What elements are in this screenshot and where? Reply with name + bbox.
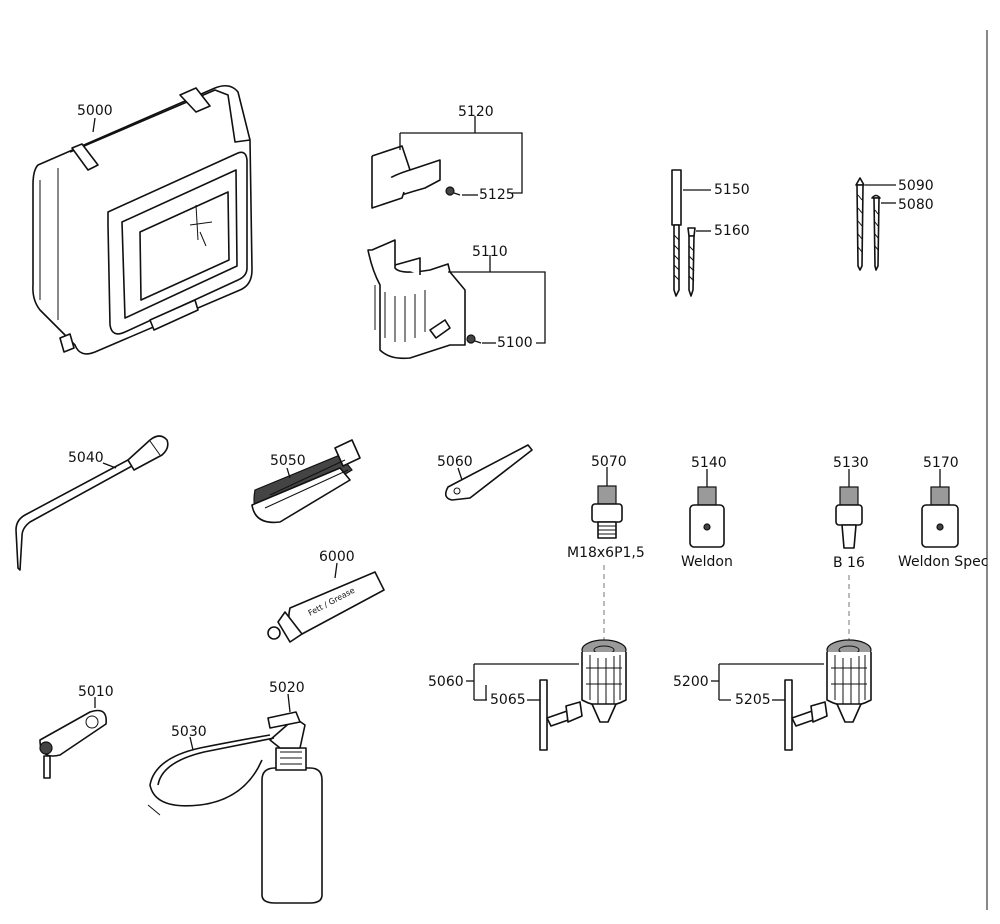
part-5090-pin: [855, 177, 865, 271]
part-5080-pin: [871, 194, 881, 271]
part-6000-grease-tube: Fett / Grease: [267, 571, 385, 643]
callout-5125: 5125: [479, 187, 515, 203]
part-5125-screw: [445, 186, 461, 196]
part-5170-weldon-spec-adapter: [921, 486, 959, 548]
part-5020-spray-bottle: [261, 711, 323, 904]
part-5050-strap: [251, 439, 361, 524]
label-weldon: Weldon: [681, 554, 733, 570]
part-5060-key: [444, 444, 533, 501]
callout-5060-bottom: 5060: [428, 674, 464, 690]
part-5040-tool: [15, 435, 169, 571]
callout-5130: 5130: [833, 455, 869, 471]
callout-5200: 5200: [673, 674, 709, 690]
part-5065-chuck-key: [539, 679, 583, 751]
part-5140-weldon-adapter: [689, 486, 725, 548]
callout-5100: 5100: [497, 335, 533, 351]
callout-5030: 5030: [171, 724, 207, 740]
callout-5140: 5140: [691, 455, 727, 471]
part-5100-screw: [466, 334, 482, 344]
callout-5205: 5205: [735, 692, 771, 708]
callout-5170: 5170: [923, 455, 959, 471]
callout-5040: 5040: [68, 450, 104, 466]
part-5000-carrying-case: [32, 84, 253, 355]
callout-5010: 5010: [78, 684, 114, 700]
callout-5065: 5065: [490, 692, 526, 708]
part-5130-b16-adapter: [835, 486, 863, 549]
label-m18x6p15: M18x6P1,5: [567, 545, 645, 561]
part-5150-pin: [671, 169, 682, 297]
part-5110-collar: [367, 239, 466, 360]
part-5010-key: [39, 709, 107, 779]
callout-5060-top: 5060: [437, 454, 473, 470]
part-5070-adapter: [591, 485, 623, 539]
callout-5120: 5120: [458, 104, 494, 120]
part-5120-clip: [371, 145, 441, 209]
callout-5070: 5070: [591, 454, 627, 470]
callout-6000: 6000: [319, 549, 355, 565]
part-5200-chuck: [826, 639, 872, 723]
part-5060-chuck: [581, 639, 627, 723]
part-5030-hose: [147, 734, 275, 816]
callout-5050: 5050: [270, 453, 306, 469]
label-b16: B 16: [833, 555, 865, 571]
callout-5090: 5090: [898, 178, 934, 194]
part-5205-chuck-key: [784, 679, 828, 751]
callout-5080: 5080: [898, 197, 934, 213]
callout-5150: 5150: [714, 182, 750, 198]
callout-5020: 5020: [269, 680, 305, 696]
label-weldon-spec: Weldon Spec: [898, 554, 988, 570]
callout-5160: 5160: [714, 223, 750, 239]
callout-5000: 5000: [77, 103, 113, 119]
part-5160-pin: [687, 227, 696, 297]
callout-5110: 5110: [472, 244, 508, 260]
